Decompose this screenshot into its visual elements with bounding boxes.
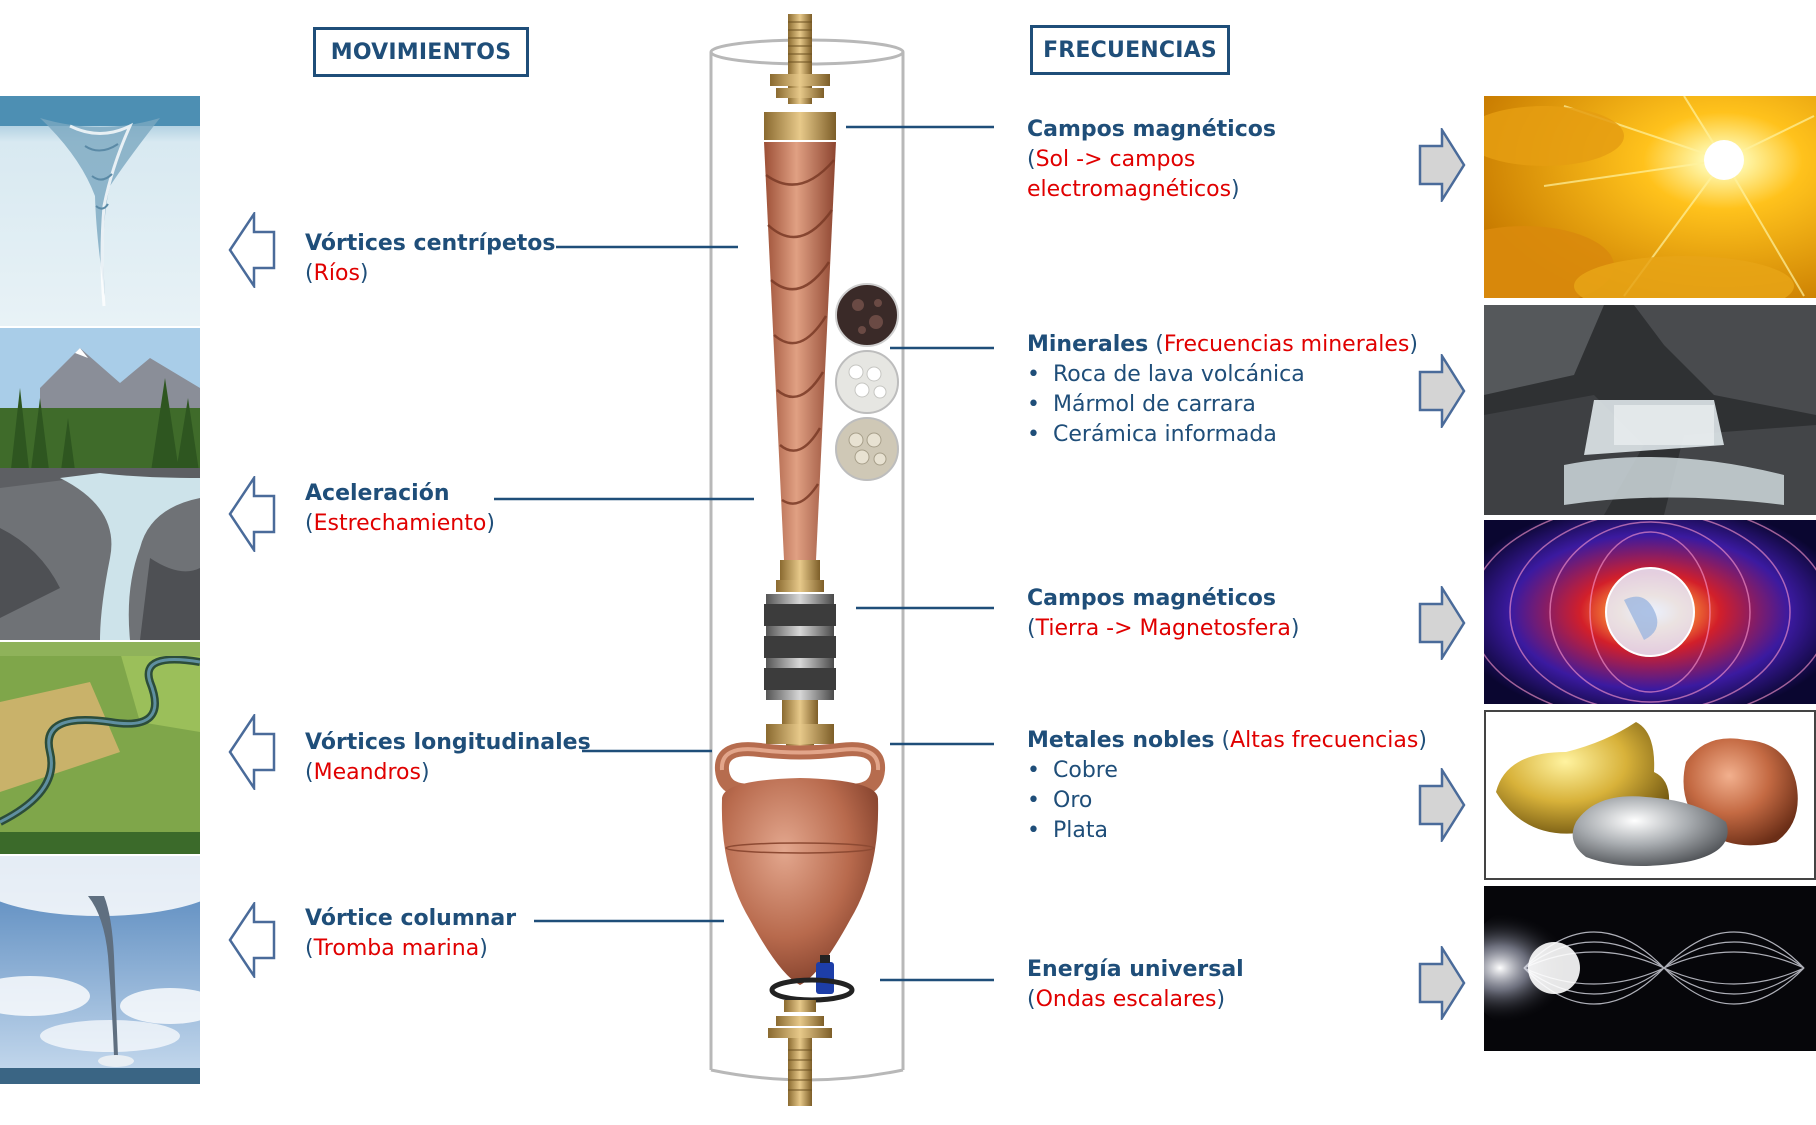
movement-title: Vórtices centrípetos [305,231,556,256]
marble-disc [835,350,899,414]
rocks-stream-image [1484,305,1816,515]
ceramic-disc [835,417,899,481]
list-item: Cerámica informada [1027,420,1418,450]
list-item: Roca de lava volcánica [1027,360,1418,390]
movement-label-centripetal: Vórtices centrípetos (Ríos) [305,231,556,286]
hollow-left-arrow-icon [228,212,276,288]
frequency-title: Energía universal [1027,957,1244,982]
gray-right-arrow-icon [1418,946,1466,1020]
lava-rock-disc [835,283,899,347]
frequency-label-universal: Energía universal (Ondas escalares) [1027,957,1244,1012]
hollow-left-arrow-icon [228,476,276,552]
hollow-left-arrow-icon [228,714,276,790]
movement-label-longitudinal: Vórtices longitudinales (Meandros) [305,730,591,785]
frequency-label-minerals: Minerales (Frecuencias minerales) Roca d… [1027,330,1418,450]
movement-subtitle: Ríos [313,261,360,286]
frequency-title: Metales nobles [1027,728,1215,753]
movement-subtitle: Tromba marina [313,936,480,961]
frequency-subtitle: Altas frecuencias [1230,728,1419,753]
frequency-label-metals: Metales nobles (Altas frecuencias) Cobre… [1027,726,1427,846]
list-item: Plata [1027,816,1427,846]
frequency-label-earth: Campos magnéticos (Tierra -> Magnetosfer… [1027,586,1300,641]
noble-metals-image [1484,710,1816,880]
movement-label-columnar: Vórtice columnar (Tromba marina) [305,906,517,961]
frequency-title: Minerales [1027,332,1149,357]
movement-title: Aceleración [305,481,450,506]
movement-title: Vórtices longitudinales [305,730,591,755]
frequency-subtitle-line1: Sol -> campos [1035,147,1196,172]
movement-label-acceleration: Aceleración (Estrechamiento) [305,481,495,536]
list-item: Cobre [1027,756,1427,786]
gray-right-arrow-icon [1418,354,1466,428]
frequency-title: Campos magnéticos [1027,586,1276,611]
movement-title: Vórtice columnar [305,906,517,931]
frecuencias-header: FRECUENCIAS [1030,25,1230,75]
movement-subtitle: Estrechamiento [313,511,487,536]
gray-right-arrow-icon [1418,768,1466,842]
waterspout-image [0,856,200,1084]
magnetosphere-image [1484,520,1816,704]
frequency-label-sun: Campos magnéticos (Sol -> campos electro… [1027,117,1276,202]
river-canyon-image [0,328,200,640]
hollow-left-arrow-icon [228,902,276,978]
frequency-subtitle: Frecuencias minerales [1163,332,1410,357]
list-item: Mármol de carrara [1027,390,1418,420]
meander-image [0,642,200,854]
frequency-subtitle: Ondas escalares [1035,987,1217,1012]
whirlpool-image [0,96,200,326]
movement-subtitle: Meandros [313,760,421,785]
frequency-subtitle-line2: electromagnéticos [1027,177,1232,202]
sun-clouds-image [1484,96,1816,298]
frequency-title: Campos magnéticos [1027,117,1276,142]
list-item: Oro [1027,786,1427,816]
gray-right-arrow-icon [1418,128,1466,202]
scalar-waves-image [1484,886,1816,1051]
gray-right-arrow-icon [1418,586,1466,660]
movimientos-header: MOVIMIENTOS [313,27,529,77]
frequency-subtitle: Tierra -> Magnetosfera [1035,616,1291,641]
